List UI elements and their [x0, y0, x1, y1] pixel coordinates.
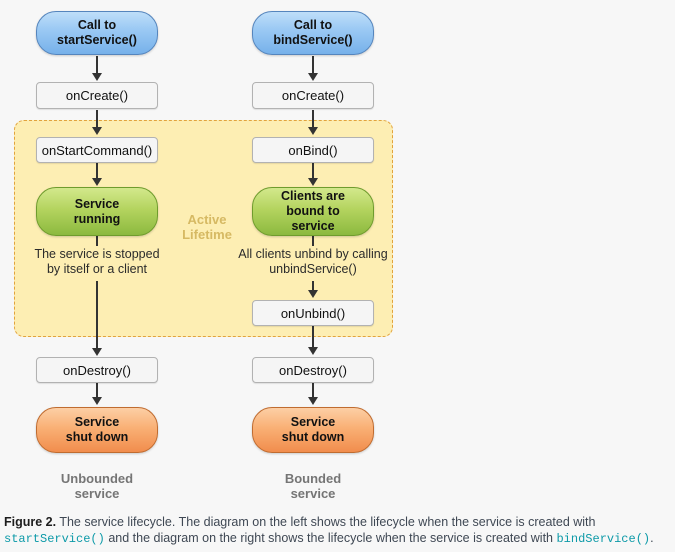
- figure-caption-line1: Figure 2. The service lifecycle. The dia…: [4, 514, 654, 530]
- service-running-line1: Service: [74, 196, 120, 211]
- bounded-service-label-line1: Bounded: [284, 471, 342, 486]
- service-running-node: Service running: [36, 187, 158, 236]
- clients-bound-node: Clients are bound to service: [252, 187, 374, 236]
- ondestroy-label-right: onDestroy(): [279, 362, 347, 378]
- service-shutdown-right-line2: shut down: [281, 430, 345, 444]
- figure-caption-text1: The service lifecycle. The diagram on th…: [59, 515, 596, 529]
- onbind-node: onBind(): [252, 137, 374, 163]
- call-bindservice-line1: Call to: [293, 18, 333, 32]
- service-shutdown-node-right: Service shut down: [252, 407, 374, 453]
- arrow-onunbind-to-ondestroy: [307, 326, 319, 355]
- bounded-service-label-line2: service: [290, 486, 336, 501]
- figure-caption: Figure 2. The service lifecycle. The dia…: [4, 514, 654, 547]
- onstartcommand-label: onStartCommand(): [41, 142, 153, 158]
- active-lifetime-label-line2: Lifetime: [182, 227, 232, 242]
- figure-caption-label: Figure 2.: [4, 515, 57, 529]
- ondestroy-label-left: onDestroy(): [63, 362, 131, 378]
- clients-bound-line2: bound to: [286, 204, 340, 218]
- stop-condition-note-line2: by itself or a client: [46, 262, 148, 276]
- figure-caption-text2: and the diagram on the right shows the l…: [108, 531, 553, 545]
- arrow-note-to-ondestroy-left: [91, 281, 103, 356]
- ondestroy-node-left: onDestroy(): [36, 357, 158, 383]
- unbind-condition-note: All clients unbind by calling unbindServ…: [213, 247, 413, 277]
- service-shutdown-left-line2: shut down: [65, 430, 129, 444]
- service-shutdown-node-left: Service shut down: [36, 407, 158, 453]
- ondestroy-node-right: onDestroy(): [252, 357, 374, 383]
- call-startservice-line1: Call to: [77, 18, 117, 32]
- arrow-startservice-to-oncreate: [91, 56, 103, 81]
- active-lifetime-label-line1: Active: [187, 212, 227, 227]
- service-shutdown-right-line1: Service: [290, 415, 336, 429]
- figure-caption-code-startservice: startService(): [4, 532, 105, 546]
- call-startservice-node: Call to startService(): [36, 11, 158, 55]
- arrow-oncreate-to-onbind: [307, 110, 319, 135]
- stop-condition-note-line1: The service is stopped: [34, 247, 160, 261]
- oncreate-label-right: onCreate(): [281, 88, 345, 103]
- figure-caption-line2: startService() and the diagram on the ri…: [4, 530, 654, 547]
- arrow-onstartcommand-to-running: [91, 163, 103, 186]
- unbind-condition-note-line1: All clients unbind by calling: [238, 247, 388, 261]
- stop-condition-note: The service is stopped by itself or a cl…: [7, 247, 187, 277]
- oncreate-label-left: onCreate(): [65, 88, 129, 103]
- onbind-label: onBind(): [288, 142, 338, 158]
- stem-bound-to-note: [312, 236, 314, 246]
- unbind-condition-note-line2: unbindService(): [269, 262, 357, 276]
- service-shutdown-left-line1: Service: [74, 415, 120, 429]
- arrow-note-to-onunbind: [307, 281, 319, 298]
- call-bindservice-node: Call to bindService(): [252, 11, 374, 55]
- figure-caption-period: .: [650, 531, 654, 545]
- onstartcommand-node: onStartCommand(): [36, 137, 158, 163]
- stem-running-to-note: [96, 236, 98, 246]
- arrow-onbind-to-bound: [307, 163, 319, 186]
- service-running-line2: running: [73, 211, 121, 226]
- arrow-bindservice-to-oncreate: [307, 56, 319, 81]
- onunbind-node: onUnbind(): [252, 300, 374, 326]
- unbounded-service-label-line1: Unbounded: [60, 471, 134, 486]
- unbounded-service-label: Unbounded service: [36, 471, 158, 501]
- arrow-ondestroy-to-shutdown-right: [307, 383, 319, 405]
- unbounded-service-label-line2: service: [74, 486, 120, 501]
- active-lifetime-label: Active Lifetime: [167, 212, 247, 242]
- call-startservice-line2: startService(): [57, 33, 137, 47]
- oncreate-node-right: onCreate(): [252, 82, 374, 109]
- onunbind-label: onUnbind(): [280, 305, 346, 321]
- clients-bound-line1: Clients are: [281, 189, 345, 203]
- call-bindservice-line2: bindService(): [273, 33, 353, 47]
- bounded-service-label: Bounded service: [252, 471, 374, 501]
- arrow-oncreate-to-onstartcommand: [91, 110, 103, 135]
- figure-caption-code-bindservice: bindService(): [556, 532, 651, 546]
- clients-bound-line3: service: [291, 219, 335, 233]
- oncreate-node-left: onCreate(): [36, 82, 158, 109]
- arrow-ondestroy-to-shutdown-left: [91, 383, 103, 405]
